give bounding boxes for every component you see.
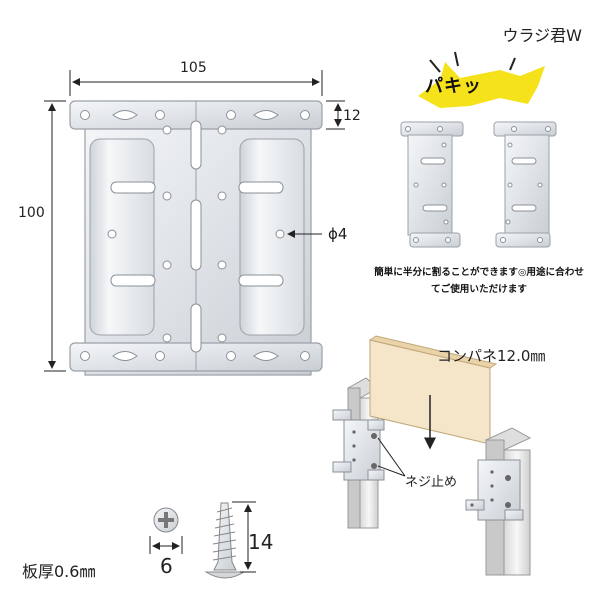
plate-thickness-label: 板厚0.6㎜	[22, 562, 96, 581]
main-bracket	[69, 100, 323, 376]
half-bracket-left	[400, 121, 464, 248]
installation-illustration	[332, 335, 532, 576]
tab-dimension-label: 12	[343, 108, 361, 124]
hole-diameter-label: ϕ4	[328, 225, 348, 243]
split-note: 簡単に半分に割ることができます◎用途に合わせてご使用いただけます	[374, 267, 584, 295]
height-dimension-label: 100	[18, 205, 45, 221]
screw-illustration	[149, 501, 256, 579]
product-name: ウラジ君W	[502, 26, 582, 45]
screw-fix-label: ネジ止め	[405, 475, 458, 490]
screw-length-label: 14	[248, 530, 274, 554]
width-dimension-label: 105	[180, 60, 207, 76]
screw-diameter-label: 6	[160, 554, 173, 578]
snap-sound-text: パキッ	[425, 76, 482, 97]
snap-burst	[418, 51, 545, 108]
dimension-lines	[44, 70, 345, 372]
board-label: コンパネ12.0㎜	[437, 347, 546, 365]
half-bracket-right	[493, 121, 557, 248]
